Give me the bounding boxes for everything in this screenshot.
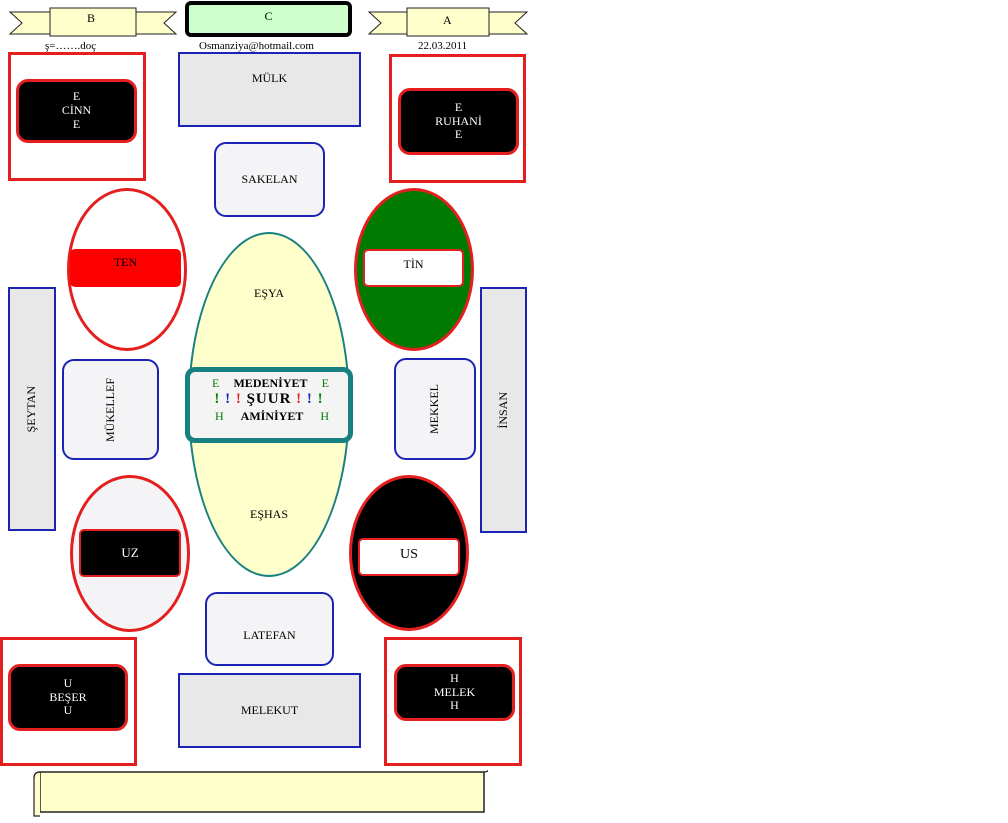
box-ruhani: E RUHANİ E — [398, 88, 519, 155]
uz-label: UZ — [121, 544, 139, 560]
ribbon-a-label: A — [443, 13, 452, 27]
suur-label: ŞUUR — [246, 391, 292, 407]
box-sakelan: SAKELAN — [214, 142, 325, 217]
mukellef-label: MÜKELLEF — [102, 377, 117, 442]
scroll-banner-shape — [33, 769, 489, 817]
eshas-label: EŞHAS — [249, 507, 288, 522]
box-latefan: LATEFAN — [205, 592, 334, 666]
ruhani-line-3: E — [454, 127, 463, 142]
aminiyet-row: H AMİNİYET H — [190, 409, 348, 424]
suur-block: E MEDENİYET E ! ! ! ŞUUR ! ! ! H AMİNİYE… — [185, 367, 353, 443]
melek-line-3: H — [450, 698, 459, 713]
box-melek: H MELEK H — [394, 664, 515, 721]
ruhani-line-2: RUHANİ — [435, 113, 482, 128]
latefan-label: LATEFAN — [243, 628, 296, 643]
beser-line-3: U — [63, 703, 73, 718]
melek-line-2: MELEK — [433, 684, 476, 699]
ribbon-b: B — [8, 6, 178, 38]
excl-green-2: ! — [317, 391, 324, 407]
ribbon-b-shape — [8, 7, 178, 37]
box-c-label: C — [264, 9, 273, 23]
box-c: C — [185, 1, 352, 37]
beser-line-2: BEŞER — [49, 689, 87, 704]
beser-line-1: U — [63, 675, 73, 690]
box-seytan: ŞEYTAN — [8, 287, 56, 531]
insan-label: İNSAN — [495, 391, 510, 429]
melekut-label: MELEKUT — [240, 702, 299, 717]
aminiyet-h-left: H — [215, 409, 224, 423]
band-uz: UZ — [79, 529, 181, 577]
us-label: US — [400, 547, 418, 562]
box-melekut: MELEKUT — [178, 673, 361, 748]
box-mukellef: MÜKELLEF — [62, 359, 159, 460]
ten-label: TEN — [113, 255, 138, 269]
excl-green-1: ! — [214, 391, 221, 407]
sakelan-label: SAKELAN — [241, 171, 298, 186]
ribbon-a-shape — [367, 7, 529, 37]
excl-blue-2: ! — [306, 391, 313, 407]
cinn-line-3: E — [72, 116, 81, 131]
ribbon-b-label: B — [87, 11, 96, 25]
ribbon-a: A — [367, 6, 529, 38]
excl-red-1: ! — [235, 391, 242, 407]
band-tin: TİN — [363, 249, 464, 287]
box-beser: U BEŞER U — [8, 664, 128, 731]
band-us: US — [358, 538, 460, 576]
excl-blue-1: ! — [225, 391, 232, 407]
band-ten: TEN — [70, 249, 181, 287]
box-mulk: MÜLK — [178, 52, 361, 127]
box-mekkel: MEKKEL — [394, 358, 476, 460]
cinn-line-2: CİNN — [61, 103, 92, 118]
esya-label: EŞYA — [253, 286, 284, 301]
mulk-label: MÜLK — [251, 71, 288, 85]
seytan-label: ŞEYTAN — [24, 385, 39, 433]
cinn-line-1: E — [72, 89, 81, 104]
excl-red-2: ! — [296, 391, 303, 407]
caption-email: Osmanziya@hotmail.com — [199, 40, 314, 52]
medeniyet-e-right: E — [321, 376, 329, 390]
ruhani-line-1: E — [454, 99, 463, 114]
caption-left: ş=…….doç — [45, 40, 97, 52]
suur-row: ! ! ! ŞUUR ! ! ! — [190, 391, 348, 408]
mekkel-label: MEKKEL — [427, 384, 442, 434]
medeniyet-e-left: E — [212, 376, 220, 390]
aminiyet-label: AMİNİYET — [240, 409, 304, 423]
scroll-banner — [32, 768, 489, 818]
medeniyet-row: E MEDENİYET E — [190, 376, 348, 391]
medeniyet-label: MEDENİYET — [233, 376, 308, 390]
melek-line-1: H — [450, 670, 459, 685]
tin-label: TİN — [403, 257, 424, 271]
aminiyet-h-right: H — [320, 409, 329, 423]
caption-date: 22.03.2011 — [418, 40, 468, 52]
box-cinn: E CİNN E — [16, 79, 137, 143]
box-insan: İNSAN — [480, 287, 527, 533]
